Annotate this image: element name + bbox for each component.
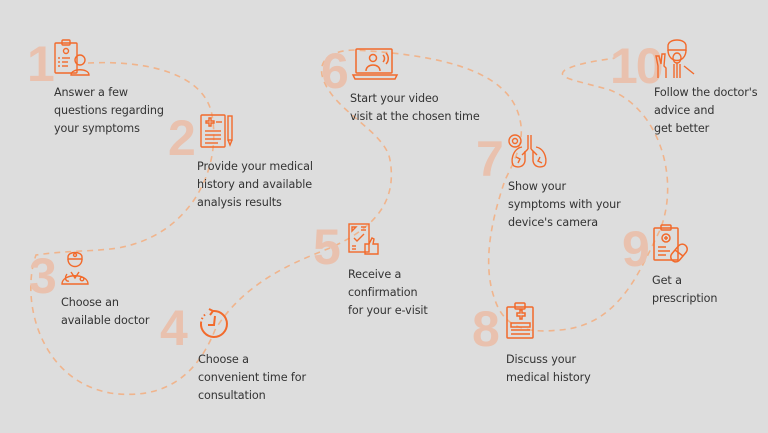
label-line: advice and — [654, 104, 715, 117]
doctor-icon — [60, 249, 90, 285]
label-line: Choose an — [61, 296, 119, 309]
label-line: Follow the doctor's — [654, 86, 758, 99]
step-number: 9 — [622, 221, 650, 277]
lungs-virus-icon — [506, 133, 548, 169]
step-2-description: Provide your medical history and availab… — [197, 158, 313, 212]
label-line: Discuss your — [506, 353, 576, 366]
label-line: Choose a — [198, 353, 249, 366]
step-6-description: Start your video visit at the chosen tim… — [350, 90, 480, 126]
clock-icon — [197, 307, 229, 339]
step-5-description: Receive a confirmation for your e-visit — [348, 266, 428, 320]
label-line: questions regarding — [54, 104, 164, 117]
label-line: Receive a — [348, 268, 402, 281]
label-line: get better — [654, 122, 710, 135]
step-number: 6 — [321, 43, 349, 99]
step-number: 3 — [29, 248, 57, 304]
label-line: consultation — [198, 389, 266, 402]
step-number: 7 — [476, 131, 504, 187]
step-number: 10 — [610, 38, 664, 94]
label-line: device's camera — [508, 216, 598, 229]
step-10-description: Follow the doctor's advice and get bette… — [654, 84, 758, 138]
label-line: confirmation — [348, 286, 418, 299]
label-line: analysis results — [197, 196, 282, 209]
step-8-description: Discuss your medical history — [506, 351, 591, 387]
step-number: 2 — [168, 110, 196, 166]
step-number: 5 — [313, 219, 341, 275]
label-line: convenient time for — [198, 371, 307, 384]
medical-record-pen-icon — [198, 113, 236, 151]
label-line: Provide your medical — [197, 160, 313, 173]
step-9-description: Get a prescription — [652, 272, 717, 308]
label-line: Start your video — [350, 92, 439, 105]
label-line: available doctor — [61, 314, 150, 327]
label-line: for your e-visit — [348, 304, 428, 317]
label-line: Answer a few — [54, 86, 128, 99]
clipboard-patient-icon — [52, 38, 92, 78]
medical-history-clipboard-icon — [505, 302, 537, 340]
label-line: Get a — [652, 274, 682, 287]
label-line: visit at the chosen time — [350, 110, 480, 123]
confirmation-thumbs-up-icon — [347, 222, 381, 256]
step-3-description: Choose an available doctor — [61, 294, 149, 330]
healthy-person-victory-icon — [654, 36, 696, 80]
step-4-description: Choose a convenient time for consultatio… — [198, 351, 306, 405]
label-line: your symptoms — [54, 122, 140, 135]
label-line: symptoms with your — [508, 198, 621, 211]
laptop-video-call-icon — [351, 47, 399, 81]
label-line: Show your — [508, 180, 566, 193]
label-line: history and available — [197, 178, 313, 191]
step-number: 4 — [160, 300, 188, 356]
step-1-description: Answer a few questions regarding your sy… — [54, 84, 164, 138]
label-line: medical history — [506, 371, 591, 384]
step-number: 1 — [27, 36, 55, 92]
step-number: 8 — [472, 301, 500, 357]
step-7-description: Show your symptoms with your device's ca… — [508, 178, 621, 232]
label-line: prescription — [652, 292, 718, 305]
prescription-pill-icon — [652, 223, 692, 263]
